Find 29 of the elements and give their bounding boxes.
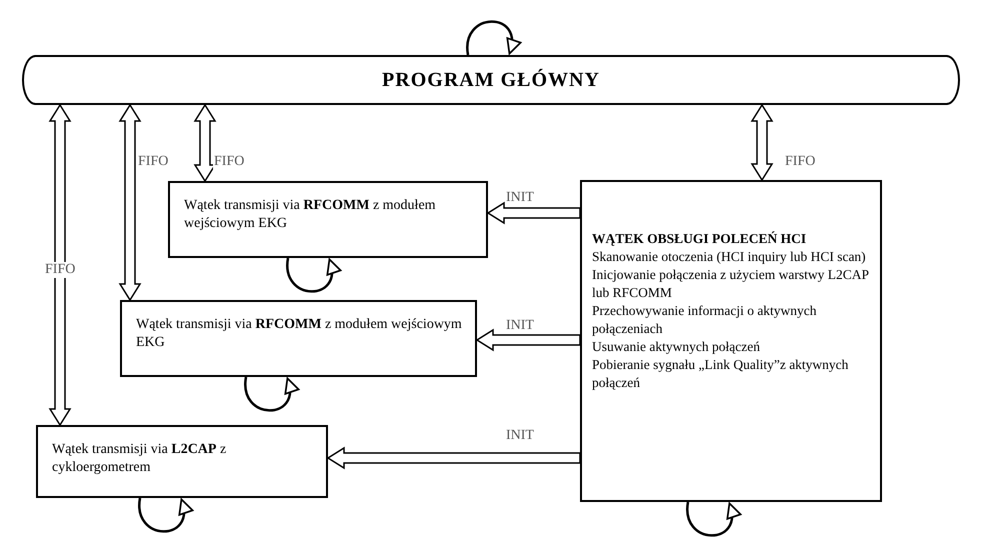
list-item-text: Pobieranie sygnału „Link Quality”z aktywnych połączeń (592, 356, 850, 392)
edge-label: FIFO (213, 154, 246, 170)
block-arrow (118, 104, 142, 302)
block-arrow (476, 328, 581, 352)
block-arrow (48, 104, 72, 426)
loop-arrow (286, 258, 340, 293)
main-program-band (22, 55, 960, 105)
block-arrow (750, 104, 774, 182)
loop-arrow (686, 502, 740, 537)
box-text: Wątek transmisji via RFCOMM z modułem wejściowym EKG (184, 197, 437, 233)
thread-box (580, 180, 882, 502)
block-arrow (326, 446, 581, 470)
heading-text: WĄTEK OBSŁUGI POLECEŃ HCI (592, 230, 808, 248)
title-text: PROGRAM GŁÓWNY (382, 68, 600, 92)
list-item-text: Usuwanie aktywnych połączeń (592, 338, 761, 356)
loop-arrow (244, 376, 298, 412)
thread-box (36, 425, 328, 498)
edge-label: FIFO (44, 262, 76, 278)
list-item-text: Inicjowanie połączenia z użyciem warstwy L2CAP lub RFCOMM (592, 266, 870, 302)
thread-box (168, 181, 488, 258)
loop-arrow (138, 498, 192, 533)
block-arrow (486, 202, 581, 224)
box-text: Wątek transmisji via RFCOMM z modułem wejściowym EKG (136, 316, 463, 352)
loop-arrow (466, 20, 520, 56)
list-item-text: Skanowanie otoczenia (HCI inquiry lub HCI scan) (592, 248, 867, 266)
thread-box (120, 300, 477, 377)
box-text: Wątek transmisji via L2CAP z cykloergometrem (52, 441, 228, 477)
list-item-text: Przechowywanie informacji o aktywnych połączeniach (592, 302, 818, 338)
block-arrow (194, 104, 216, 182)
